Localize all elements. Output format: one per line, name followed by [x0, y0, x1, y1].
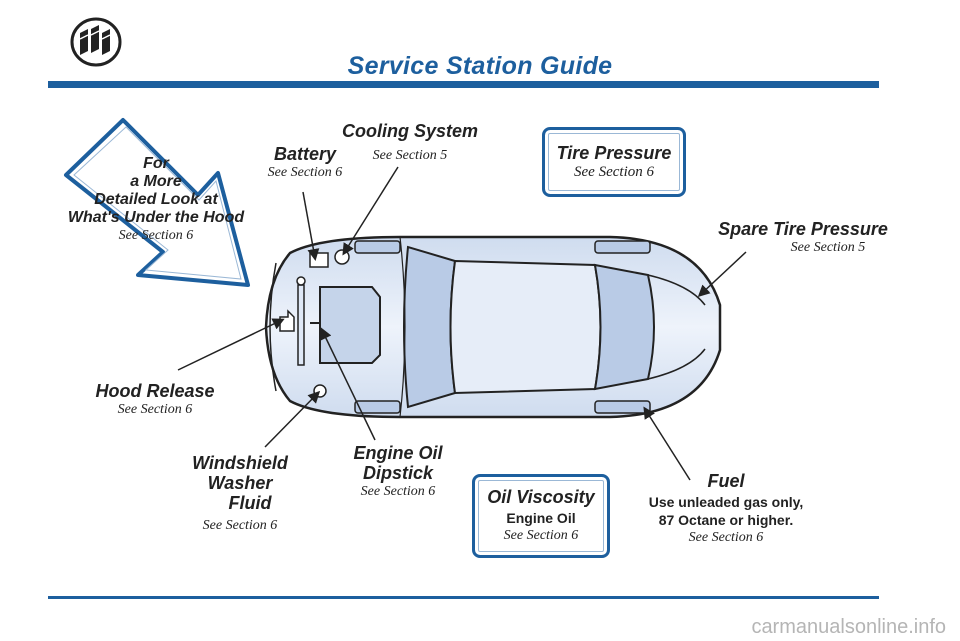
- dipstick-title: Engine Oil Dipstick: [353, 443, 443, 483]
- battery-label: Battery See Section 6: [250, 144, 360, 182]
- spare-tire-title: Spare Tire Pressure: [718, 219, 888, 239]
- fuel-line-2: 87 Octane or higher.: [658, 512, 794, 528]
- oil-viscosity-ref: See Section 6: [503, 528, 579, 543]
- buick-logo: [70, 17, 122, 67]
- tire-pressure-ref: See Section 6: [574, 164, 654, 180]
- oil-viscosity-box: Oil Viscosity Engine Oil See Section 6: [472, 474, 610, 558]
- arrow-ref: See Section 6: [118, 228, 194, 243]
- tire-pressure-box: Tire Pressure See Section 6: [542, 127, 686, 197]
- battery-leader: [302, 191, 320, 261]
- washer-label: Windshield Washer Fluid See Section 6: [160, 453, 320, 535]
- battery-ref: See Section 6: [267, 165, 343, 180]
- cooling-label: Cooling System See Section 5: [340, 121, 480, 165]
- arrow-callout-shape: [64, 118, 250, 287]
- page-title: Service Station Guide: [347, 52, 613, 80]
- oil-viscosity-title: Oil Viscosity: [487, 487, 595, 507]
- washer-title-1: Windshield Washer: [192, 453, 288, 493]
- washer-ref: See Section 6: [202, 518, 278, 533]
- arrow-callout-text: For a More Detailed Look at What's Under…: [66, 155, 246, 245]
- hood-release-label: Hood Release See Section 6: [95, 381, 215, 419]
- arrow-line-2: a More: [130, 173, 182, 190]
- fuel-ref: See Section 6: [688, 530, 764, 545]
- battery-title: Battery: [273, 144, 337, 164]
- arrow-line-1: For: [143, 155, 169, 172]
- fuel-title: Fuel: [707, 471, 745, 491]
- hood-release-ref: See Section 6: [117, 402, 193, 417]
- hood-leader: [177, 318, 285, 371]
- tire-pressure-title: Tire Pressure: [556, 143, 672, 163]
- cooling-ref: See Section 5: [372, 148, 448, 163]
- dipstick-ref: See Section 6: [360, 484, 436, 499]
- top-rule: [48, 81, 879, 88]
- washer-title-2: Fluid: [228, 493, 272, 513]
- cooling-leader: [342, 166, 399, 256]
- arrow-line-3: Detailed Look at: [94, 191, 218, 208]
- fuel-line-1: Use unleaded gas only,: [648, 494, 804, 510]
- hood-release-title: Hood Release: [95, 381, 215, 401]
- cooling-title: Cooling System: [341, 121, 479, 141]
- car-illustration: [264, 235, 722, 419]
- arrow-line-4: What's Under the Hood: [67, 209, 245, 226]
- spare-leader: [697, 251, 747, 298]
- bottom-rule: [48, 596, 879, 599]
- watermark: carmanualsonline.info: [751, 616, 946, 638]
- spare-tire-ref: See Section 5: [790, 240, 866, 255]
- washer-leader: [264, 390, 321, 448]
- fuel-leader: [643, 406, 691, 481]
- oil-viscosity-line: Engine Oil: [506, 510, 576, 526]
- dipstick-leader: [320, 327, 376, 441]
- spare-tire-label: Spare Tire Pressure See Section 5: [718, 219, 888, 257]
- fuel-label: Fuel Use unleaded gas only, 87 Octane or…: [636, 471, 816, 547]
- dipstick-label: Engine Oil Dipstick See Section 6: [318, 443, 478, 501]
